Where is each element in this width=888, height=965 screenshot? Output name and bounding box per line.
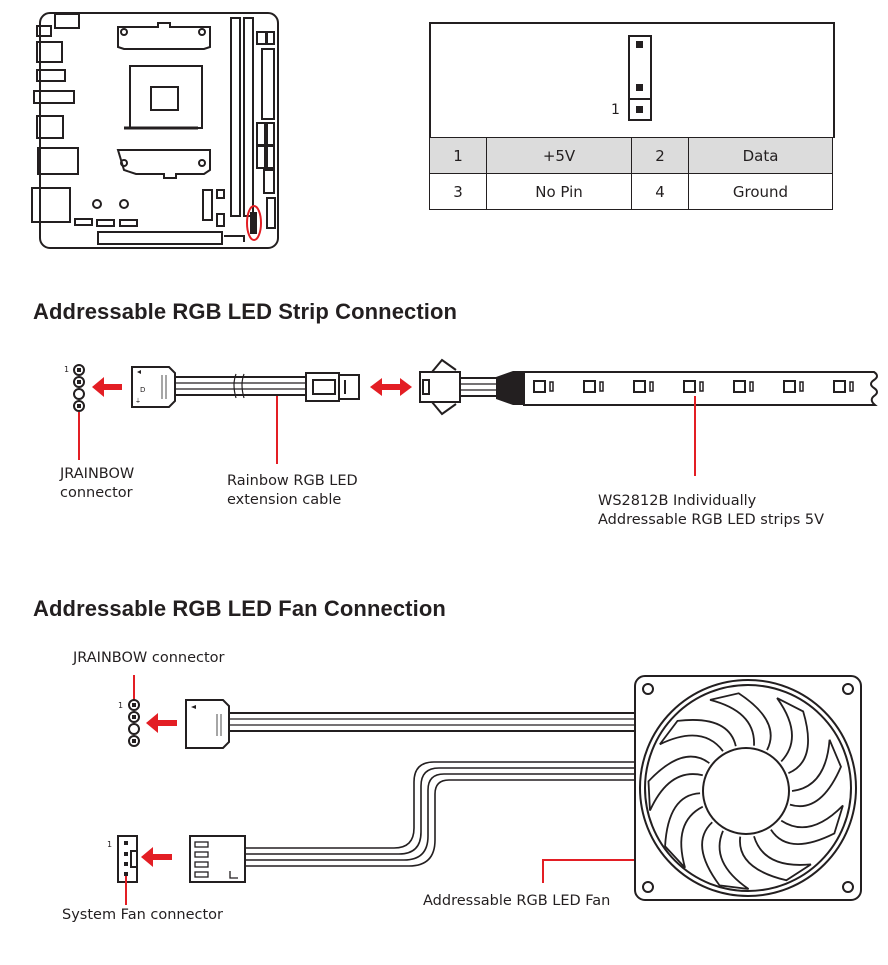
led-strip-label: WS2812B Individually Addressable RGB LED… — [598, 492, 824, 530]
board-outline — [39, 12, 279, 249]
pin-signal: +5V — [486, 137, 632, 174]
rgb-fan-plug — [185, 699, 230, 749]
fan-blade — [789, 739, 842, 807]
fan-illustration — [634, 675, 862, 901]
header-pin1-label: 1 — [64, 365, 70, 374]
rgb-fan-label: Addressable RGB LED Fan — [423, 893, 611, 909]
led-resistor — [749, 381, 754, 392]
double-arrow-icon — [370, 378, 412, 396]
fan-blade — [647, 755, 710, 811]
led-chip — [683, 380, 696, 393]
label-line: extension cable — [227, 492, 342, 508]
board-jrainbow-header — [250, 212, 257, 234]
leader-line — [542, 859, 635, 883]
led-resistor — [699, 381, 704, 392]
table-row: 1 +5V 2 Data — [429, 137, 833, 174]
pin1-marker: 1 — [611, 102, 620, 118]
led-chip — [733, 380, 746, 393]
label-line: connector — [60, 485, 133, 501]
fan-blade — [709, 692, 772, 751]
pin-signal: No Pin — [486, 173, 632, 210]
pin-table: 1 +5V 2 Data 3 No Pin 4 Ground — [429, 137, 833, 210]
pin-number: 2 — [631, 137, 689, 174]
arrow-left-icon — [146, 713, 177, 733]
led-chip — [533, 380, 546, 393]
dimm-slot — [230, 17, 241, 217]
pin-header-illustration — [429, 22, 835, 138]
label-line: Addressable RGB LED strips 5V — [598, 512, 825, 528]
led-chip — [583, 380, 596, 393]
pin-signal: Data — [688, 137, 833, 174]
pin-2 — [636, 84, 643, 91]
led-chip — [633, 380, 646, 393]
label-line: WS2812B Individually — [598, 493, 757, 509]
fan-blade — [739, 836, 812, 882]
highlight-circle — [246, 205, 262, 241]
rainbow-plug — [131, 366, 176, 408]
jrainbow-header-icon — [128, 699, 140, 747]
system-fan-pin1-label: 1 — [107, 840, 113, 849]
fan-blade — [770, 804, 844, 846]
pin-number: 3 — [429, 173, 487, 210]
fan-blade — [701, 821, 750, 890]
led-resistor — [549, 381, 554, 392]
extension-cable-label: Rainbow RGB LED extension cable — [227, 472, 358, 510]
fan-jrainbow-label: JRAINBOW connector — [73, 650, 225, 666]
pin-signal: Ground — [688, 173, 833, 210]
table-row: 3 No Pin 4 Ground — [429, 173, 833, 210]
pin-number: 1 — [429, 137, 487, 174]
pin-1 — [636, 106, 643, 113]
label-line: JRAINBOW — [60, 466, 135, 482]
strip-section-title: Addressable RGB LED Strip Connection — [33, 299, 458, 324]
fan-blade — [659, 719, 737, 752]
jrainbow-header-icon — [73, 364, 85, 412]
pin-4 — [636, 41, 643, 48]
fan-section-title: Addressable RGB LED Fan Connection — [33, 596, 446, 621]
strip-connector — [419, 371, 461, 403]
system-fan-label: System Fan connector — [62, 907, 224, 923]
fan-blade — [776, 697, 809, 774]
led-resistor — [599, 381, 604, 392]
arrow-left-icon — [92, 377, 122, 397]
led-resistor — [799, 381, 804, 392]
arrow-left-icon — [141, 847, 172, 867]
svg-text:D: D — [140, 386, 145, 394]
label-line: Rainbow RGB LED — [227, 473, 358, 489]
fan-blade — [664, 792, 704, 869]
led-resistor — [649, 381, 654, 392]
led-resistor — [849, 381, 854, 392]
fan-power-plug — [189, 835, 246, 883]
svg-text:⏚: ⏚ — [135, 398, 141, 405]
system-fan-header-icon — [117, 835, 138, 883]
led-chip — [833, 380, 846, 393]
fan-header-pin1-label: 1 — [118, 701, 124, 710]
jrainbow-label: JRAINBOW connector — [60, 465, 134, 503]
led-chip — [783, 380, 796, 393]
led-strip — [523, 371, 878, 406]
